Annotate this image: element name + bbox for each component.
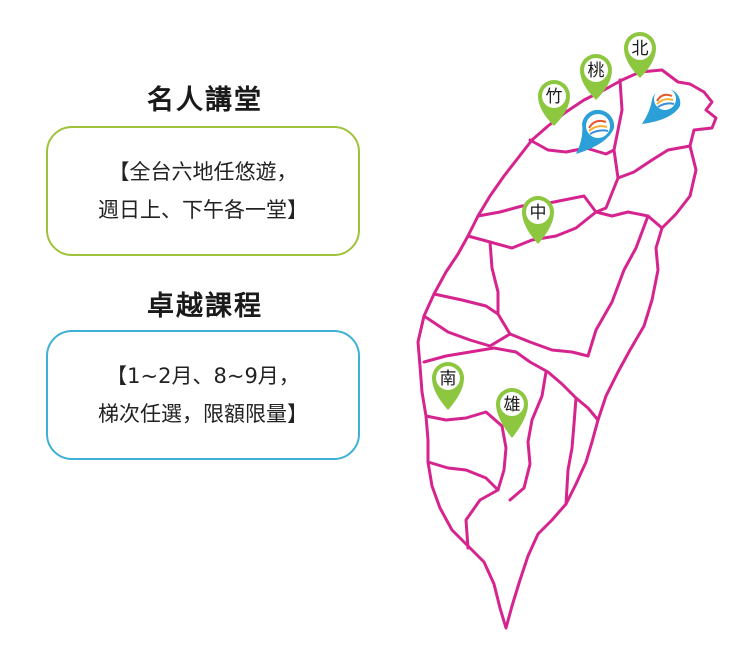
lectures-info-card: 【全台六地任悠遊， 週日上、下午各一堂】	[46, 126, 360, 256]
logo-marker-icon	[642, 88, 681, 124]
logo-marker-icon	[576, 109, 615, 154]
courses-info-card: 【1~2月、8~9月， 梯次任選，限額限量】	[46, 330, 360, 460]
section-title-lectures: 名人講堂	[147, 85, 263, 116]
location-pin-kaohsiung[interactable]: 雄	[496, 388, 528, 438]
lectures-info-line-1: 【全台六地任悠遊，	[108, 160, 298, 184]
taiwan-outline	[416, 68, 718, 630]
location-pin-hsinchu[interactable]: 竹	[538, 80, 570, 126]
pin-label-taoyuan: 桃	[588, 61, 605, 81]
pin-label-tainan: 南	[440, 369, 457, 389]
location-pin-taichung[interactable]: 中	[522, 196, 554, 244]
location-pin-taipei[interactable]: 北	[624, 32, 656, 78]
pin-label-kaohsiung: 雄	[504, 395, 521, 415]
courses-info-line-1: 【1~2月、8~9月，	[106, 364, 300, 388]
section-title-courses: 卓越課程	[147, 291, 263, 322]
location-pin-tainan[interactable]: 南	[432, 362, 464, 410]
taiwan-map: 北 桃 竹 中 南 雄	[416, 32, 718, 630]
lectures-info-line-2: 週日上、下午各一堂】	[98, 198, 308, 222]
courses-info-line-2: 梯次任選，限額限量】	[98, 402, 308, 426]
pin-label-hsinchu: 竹	[546, 87, 563, 107]
pin-label-taichung: 中	[530, 203, 547, 223]
location-pin-taoyuan[interactable]: 桃	[580, 54, 612, 100]
pin-label-taipei: 北	[632, 39, 649, 59]
